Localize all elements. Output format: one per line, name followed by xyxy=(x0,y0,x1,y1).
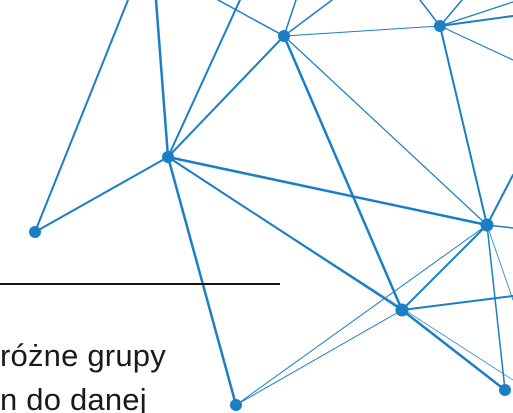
network-edge xyxy=(439,25,513,61)
network-edge xyxy=(400,308,507,392)
body-text-line-1: różne grupy xyxy=(0,338,166,373)
network-node xyxy=(499,384,511,396)
network-node xyxy=(278,30,290,42)
network-edge xyxy=(235,224,488,406)
network-edge xyxy=(439,1,513,27)
network-edge xyxy=(34,0,129,233)
network-edge xyxy=(283,35,488,226)
network-edge xyxy=(486,224,513,301)
network-edge xyxy=(283,25,441,37)
network-node xyxy=(434,20,446,32)
network-edge xyxy=(283,0,297,37)
body-text-line-2: n do danej xyxy=(0,382,147,413)
network-node xyxy=(395,303,409,317)
network-edge xyxy=(166,155,238,407)
network-edge xyxy=(283,0,333,37)
network-edges xyxy=(34,0,513,407)
network-edge xyxy=(486,224,506,391)
network-edge xyxy=(34,156,169,233)
horizontal-rule xyxy=(0,283,280,285)
network-edge xyxy=(401,224,488,311)
network-node xyxy=(230,399,242,411)
network-edge xyxy=(439,25,488,226)
network-node xyxy=(162,151,174,163)
network-edge xyxy=(167,156,513,381)
network-node xyxy=(480,218,494,232)
network-edge xyxy=(167,0,241,158)
network-edge xyxy=(167,35,285,158)
network-edge xyxy=(235,309,403,406)
network-edge xyxy=(282,34,404,312)
network-edge xyxy=(154,0,170,159)
network-node xyxy=(29,226,41,238)
network-edge xyxy=(439,15,513,27)
network-edge xyxy=(167,156,488,226)
network-nodes xyxy=(29,20,511,411)
network-edge xyxy=(486,174,513,226)
network-edge xyxy=(217,0,285,37)
